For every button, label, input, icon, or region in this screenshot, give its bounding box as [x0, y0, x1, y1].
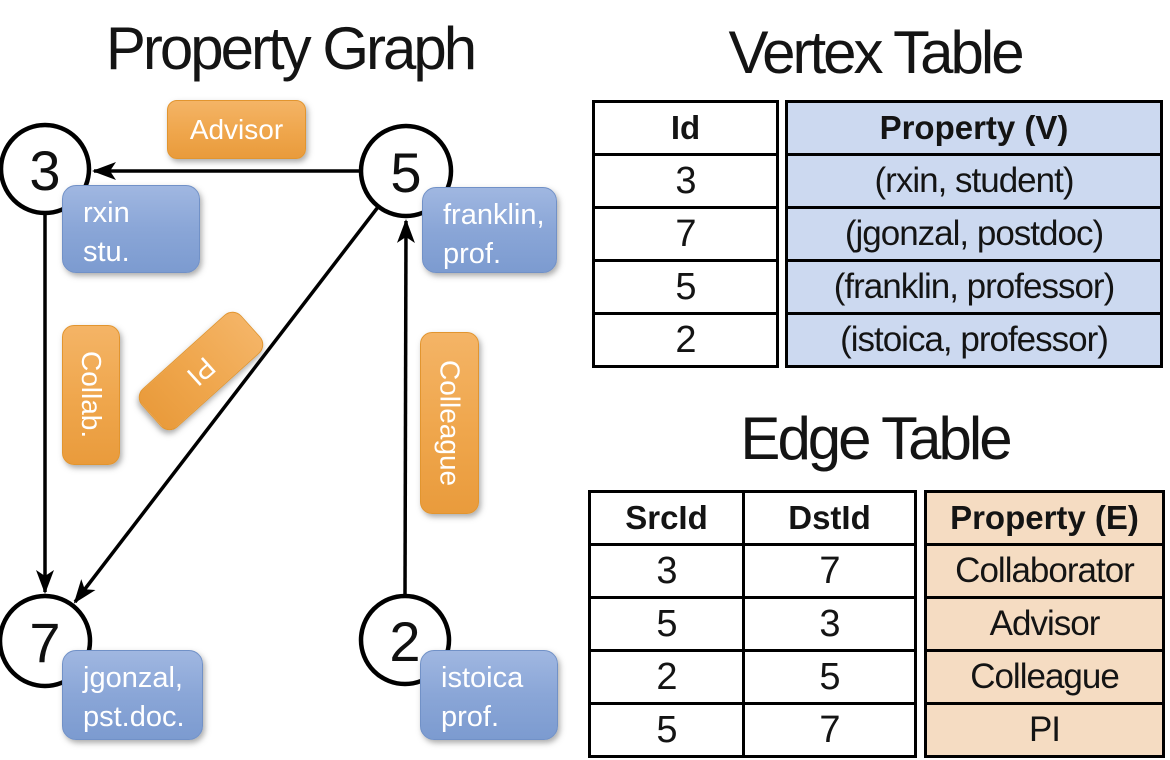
edge-table-title: Edge Table — [740, 405, 1012, 472]
edge-table-cell: 2 — [591, 649, 742, 702]
edge-table-cell: 5 — [591, 702, 742, 755]
vertex-table-property-column: Property (V) (rxin, student) (jgonzal, p… — [785, 100, 1163, 368]
vertex-table-cell: (jgonzal, postdoc) — [788, 206, 1160, 259]
edge-table-cell: 5 — [742, 649, 914, 702]
edge-table-cell: Advisor — [927, 596, 1162, 649]
vertex-table-cell: 2 — [595, 312, 776, 365]
edge-table: SrcId DstId 3 7 5 3 2 5 5 7 Property (E)… — [588, 490, 1165, 758]
edge-table-cell: PI — [927, 702, 1162, 755]
edge-table-cell: 7 — [742, 543, 914, 596]
edge-table-header-srcid: SrcId — [625, 499, 708, 536]
vertex-property-2-line1: istoica — [441, 662, 524, 694]
vertex-table-title: Vertex Table — [728, 19, 1024, 86]
vertex-property-5-line2: prof. — [443, 238, 502, 270]
edge-label-colleague: Colleague — [420, 332, 479, 514]
vertex-table-cell: (franklin, professor) — [788, 259, 1160, 312]
edge-label-advisor: Advisor — [167, 100, 306, 159]
edge-table-cell: 3 — [742, 596, 914, 649]
vertex-property-3: rxin stu. — [62, 185, 200, 273]
vertex-table-cell: 7 — [595, 206, 776, 259]
vertex-property-3-line1: rxin — [83, 197, 130, 229]
edge-5-to-7 — [73, 205, 380, 604]
vertex-property-5-line1: franklin, — [443, 199, 545, 231]
edge-table-cell: Colleague — [927, 649, 1162, 702]
edge-table-property-column: Property (E) Collaborator Advisor Collea… — [924, 490, 1165, 758]
vertex-table-cell: (rxin, student) — [788, 153, 1160, 206]
vertex-table-header-property: Property (V) — [788, 103, 1160, 153]
node-id-7: 7 — [29, 611, 61, 674]
edge-table-id-columns: SrcId DstId 3 7 5 3 2 5 5 7 — [588, 490, 917, 758]
edge-2-to-5 — [396, 219, 415, 598]
property-graph-title: Property Graph — [105, 15, 477, 82]
property-graph-panel: Property Graph 3 5 7 2 Advisor Collab. — [0, 0, 580, 760]
vertex-property-7-line1: jgonzal, — [83, 662, 183, 694]
vertex-table-id-column: Id 3 7 5 2 — [592, 100, 779, 368]
vertex-property-2: istoica prof. — [420, 650, 558, 740]
node-id-3: 3 — [29, 139, 61, 202]
edge-table-header-property: Property (E) — [927, 493, 1162, 543]
vertex-table-header-id: Id — [670, 109, 701, 146]
edge-label-collab: Collab. — [62, 325, 120, 465]
vertex-property-5: franklin, prof. — [422, 187, 557, 273]
node-id-2: 2 — [389, 610, 421, 673]
edge-table-cell: Collaborator — [927, 543, 1162, 596]
node-id-5: 5 — [390, 141, 422, 204]
vertex-property-7-line2: pst.doc. — [83, 701, 185, 733]
edge-table-header-dstid: DstId — [742, 493, 914, 543]
vertex-property-2-line2: prof. — [441, 701, 500, 733]
vertex-table-cell: 5 — [595, 259, 776, 312]
vertex-property-3-line2: stu. — [83, 236, 130, 268]
vertex-property-7: jgonzal, pst.doc. — [62, 650, 203, 740]
vertex-table: Id 3 7 5 2 Property (V) (rxin, student) … — [592, 100, 1163, 368]
edge-table-cell: 3 — [591, 543, 742, 596]
vertex-table-cell: (istoica, professor) — [788, 312, 1160, 365]
vertex-table-cell: 3 — [595, 153, 776, 206]
edge-table-cell: 5 — [591, 596, 742, 649]
edge-table-cell: 7 — [742, 702, 914, 755]
